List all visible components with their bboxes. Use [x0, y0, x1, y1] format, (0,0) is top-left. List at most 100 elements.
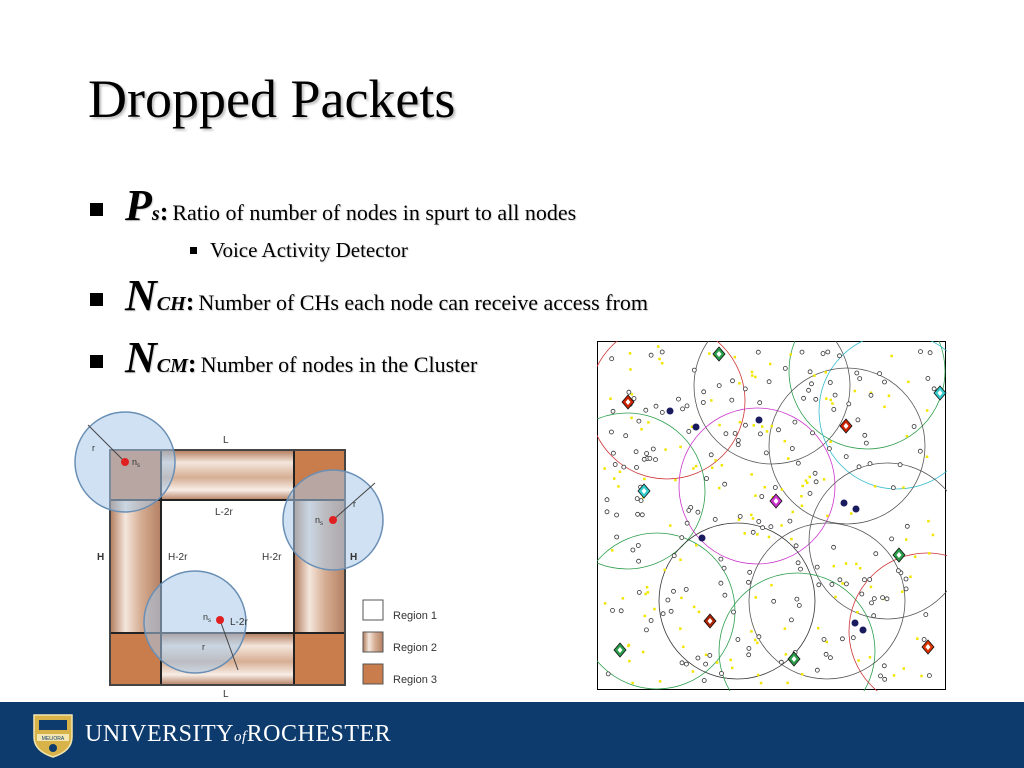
idle-node-dot: [680, 596, 683, 600]
ns-sub: s: [137, 463, 140, 469]
cluster-range-circle: [818, 341, 947, 490]
member-node: [610, 408, 616, 414]
idle-node-dot: [873, 485, 877, 488]
member-node: [722, 592, 728, 598]
subscript-ch: CH: [156, 293, 186, 315]
idle-node-dot: [925, 455, 929, 458]
member-node: [918, 349, 923, 355]
member-node: [650, 446, 656, 452]
legend-swatch-region2: [362, 631, 384, 653]
member-node: [832, 392, 838, 398]
idle-node-dot: [869, 585, 873, 589]
member-node: [889, 536, 895, 542]
member-node: [927, 350, 933, 356]
label-l2r-lower: L-2r: [230, 617, 248, 628]
idle-node-dot: [801, 673, 804, 676]
idle-node-dot: [765, 430, 769, 433]
label-h-right: H: [350, 552, 357, 563]
member-node: [931, 386, 937, 392]
idle-node-dot: [603, 602, 607, 605]
member-node: [837, 353, 842, 359]
cluster-range-circle: [658, 522, 816, 680]
ns-main: n: [132, 457, 137, 467]
member-node: [923, 612, 929, 618]
label-ns: ns: [132, 457, 140, 469]
cluster-range-circle: [808, 462, 947, 620]
idle-node-dot: [853, 389, 857, 393]
member-node: [820, 351, 826, 356]
member-node: [837, 577, 843, 583]
member-node: [679, 535, 685, 541]
member-node: [904, 523, 910, 529]
member-node: [644, 451, 649, 456]
member-node: [807, 369, 813, 375]
idle-node-dot: [694, 464, 698, 468]
idle-node-dot: [643, 477, 646, 481]
member-node: [653, 403, 659, 409]
member-node: [684, 520, 690, 526]
idle-node-dot: [750, 370, 754, 374]
legend-label: Region 1: [393, 610, 437, 622]
idle-node-dot: [890, 354, 893, 358]
member-node: [829, 581, 835, 587]
subscript-cm: CM: [156, 355, 188, 377]
idle-node-dot: [658, 357, 661, 361]
gateway-diamond-center: [791, 656, 797, 662]
idle-node-dot: [646, 591, 650, 594]
member-node: [890, 485, 896, 491]
member-node: [729, 397, 735, 403]
ns-sub: s: [208, 618, 211, 624]
member-node: [608, 429, 614, 435]
idle-node-dot: [674, 478, 677, 482]
member-node: [793, 543, 799, 549]
cluster-head-node: [666, 407, 674, 415]
bullet-marker: [90, 293, 103, 306]
member-node: [878, 673, 883, 679]
member-node: [750, 529, 756, 535]
gateway-diamond-center: [641, 488, 647, 494]
member-node: [825, 349, 831, 355]
idle-node-dot: [756, 641, 759, 645]
member-node: [826, 446, 832, 451]
member-node: [707, 652, 713, 658]
idle-node-dot: [660, 362, 664, 365]
idle-node-dot: [718, 423, 721, 427]
bullet-description: Ratio of number of nodes in spurt to all…: [172, 200, 577, 225]
wordmark-rochester: ROCHESTER: [246, 721, 392, 747]
member-node: [671, 553, 677, 559]
idle-node-dot: [806, 481, 809, 485]
member-node: [846, 401, 852, 407]
member-node: [614, 512, 620, 518]
node-dot: [121, 458, 129, 466]
member-node: [757, 431, 763, 437]
gateway-diamond-center: [716, 351, 722, 357]
idle-node-dot: [628, 659, 631, 663]
member-node: [760, 525, 766, 531]
colon: :: [185, 287, 195, 316]
cluster-head-node: [692, 423, 700, 431]
member-node: [742, 386, 748, 392]
member-node: [873, 551, 879, 557]
idle-node-dot: [905, 434, 909, 438]
member-node: [884, 596, 890, 602]
bullet-ps: Ps: Ratio of number of nodes in spurt to…: [90, 180, 576, 231]
member-node: [695, 655, 701, 661]
member-node: [795, 560, 801, 566]
member-node: [882, 676, 888, 682]
member-node: [609, 356, 615, 362]
label-l-bottom: L: [223, 689, 229, 700]
idle-node-dot: [729, 658, 732, 662]
member-node: [716, 383, 722, 388]
member-node: [735, 637, 741, 642]
cluster-head-node: [840, 499, 848, 507]
legend-label: Region 3: [393, 674, 437, 686]
idle-node-dot: [715, 661, 719, 664]
idle-node-dot: [928, 552, 931, 555]
member-node: [821, 636, 827, 642]
member-node: [926, 673, 932, 679]
ns-sub: s: [320, 521, 323, 527]
idle-node-dot: [869, 391, 873, 394]
member-node: [612, 462, 618, 467]
member-node: [735, 442, 741, 448]
cluster-range-circle: [848, 552, 947, 691]
